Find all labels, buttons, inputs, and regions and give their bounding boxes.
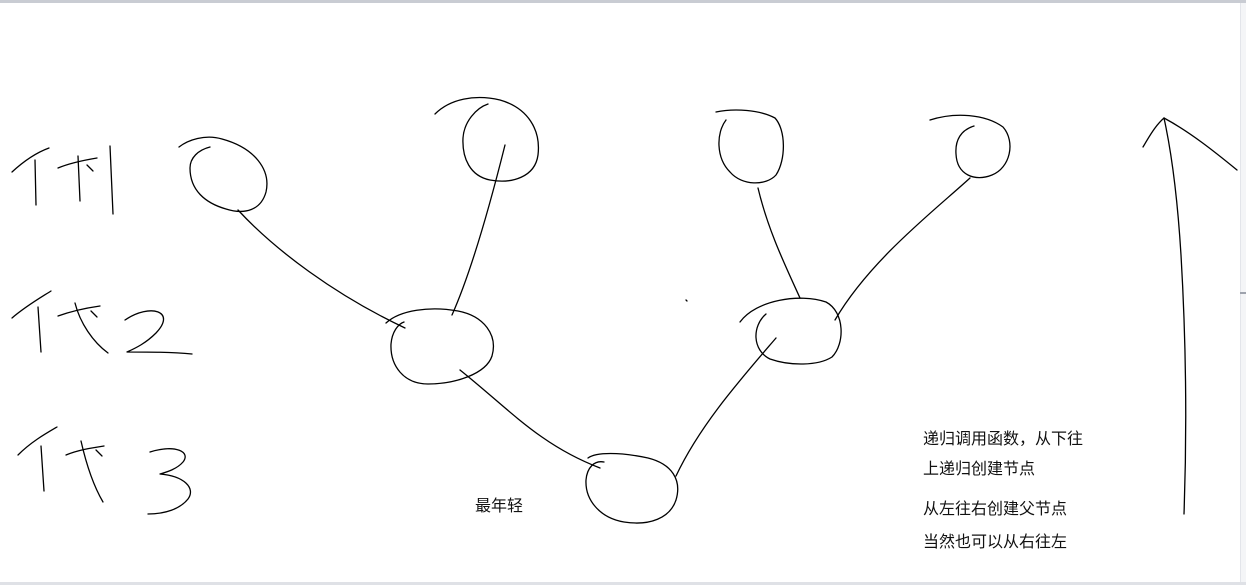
edge-gen1a-gen2left [237,209,406,329]
tree-edges [237,144,971,477]
youngest-label: 最年轻 [475,496,524,515]
edge-gen1d-gen2right [834,177,971,321]
arrow-shaft [1163,117,1187,515]
node-gen2-right [739,297,842,365]
node-gen1-d [929,114,1011,179]
edge-gen1b-gen2left [451,144,506,316]
order-note-line1: 从左往右创建父节点 [923,499,1068,518]
recursion-note-line2: 上递归创建节点 [923,459,1036,478]
edge-gen2right-gen3root [675,337,777,477]
edge-gen2left-gen3root [459,369,601,469]
canvas-resize-handle[interactable] [1240,292,1246,294]
upward-arrow [1142,117,1238,515]
gen3-handwritten-label [17,426,192,515]
node-gen3-root [585,452,679,524]
node-gen1-b [434,96,540,182]
window-bottom-edge [0,582,1246,585]
edge-gen1c-gen2right [757,187,801,299]
node-gen1-a [178,136,268,213]
order-note-line2: 当然也可以从右往左 [923,532,1068,551]
arrow-head-left [1142,117,1165,148]
window-top-edge [0,0,1246,3]
generation-labels [11,145,193,515]
tree-nodes [178,96,1011,524]
node-gen2-left [385,308,494,385]
gen1-handwritten-label [11,145,114,215]
gen2-handwritten-label [11,290,193,355]
node-gen1-c [715,109,784,184]
stray-dot [685,299,688,302]
recursion-note-line1: 递归调用函数，从下往 [923,429,1084,448]
arrow-head-right [1163,117,1238,171]
